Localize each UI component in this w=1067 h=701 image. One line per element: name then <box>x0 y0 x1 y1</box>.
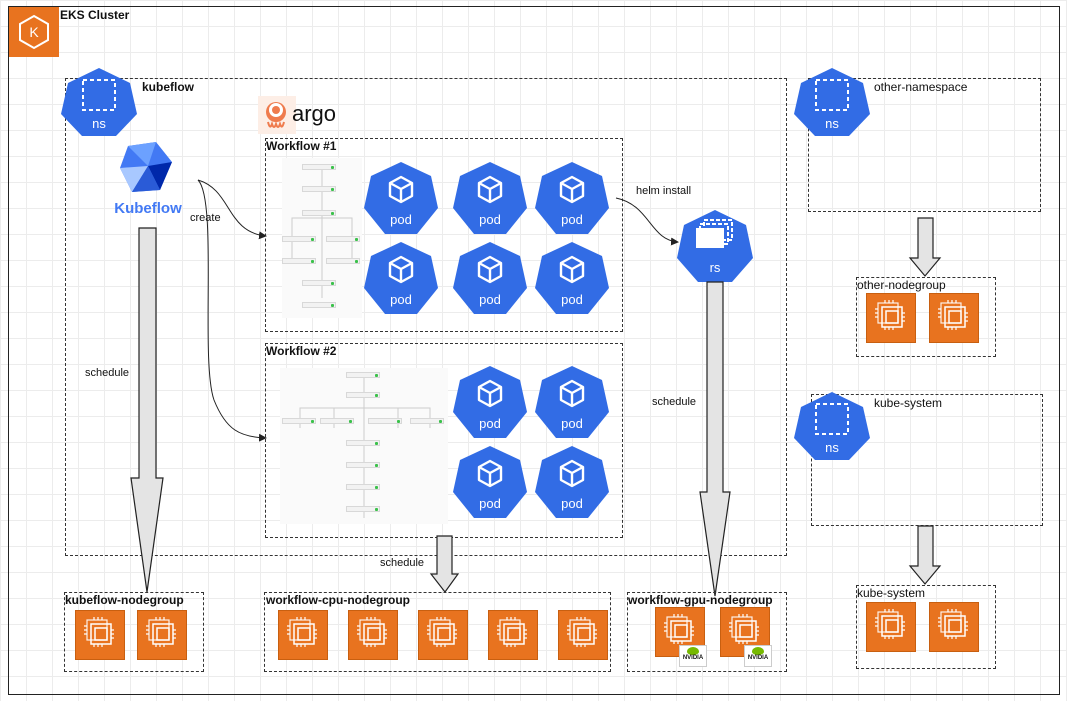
workflow-cpu-nodegroup-label: workflow-cpu-nodegroup <box>266 593 410 607</box>
pod-icon: pod <box>533 160 611 236</box>
workflow-1-title: Workflow #1 <box>266 139 337 153</box>
create-arrow-1 <box>197 179 267 240</box>
helm-install-label: helm install <box>636 185 692 197</box>
workflow-gpu-nodegroup-box <box>627 592 787 672</box>
schedule-arrow-cpu <box>429 535 460 594</box>
schedule-label-gpu: schedule <box>652 396 697 408</box>
ec2-instance-icon <box>558 610 608 660</box>
nvidia-logo-text: NVIDIA <box>682 655 704 661</box>
cluster-title: EKS Cluster <box>60 8 130 22</box>
namespace-icon: ns <box>58 66 140 138</box>
other-namespace-label: other-namespace <box>874 80 968 94</box>
ec2-instance-icon <box>488 610 538 660</box>
kube-system-nodegroup-box <box>856 585 996 669</box>
pod-icon: pod <box>362 160 440 236</box>
other-namespace-box <box>808 78 1041 212</box>
helm-install-arrow <box>615 197 679 246</box>
ec2-instance-icon <box>866 293 916 343</box>
ns-label: ns <box>92 116 106 131</box>
kubeflow-logo-icon: Kubeflow <box>108 140 188 220</box>
argo-logo-icon: argo <box>258 96 338 134</box>
pod-label: pod <box>390 212 412 227</box>
pod-label: pod <box>390 292 412 307</box>
pod-label: pod <box>479 292 501 307</box>
kubeflow-namespace-box <box>65 78 787 556</box>
ns-label: ns <box>825 116 839 131</box>
ns-label: ns <box>825 440 839 455</box>
pod-label: pod <box>479 496 501 511</box>
pod-icon: pod <box>451 444 529 520</box>
pod-label: pod <box>479 416 501 431</box>
ec2-instance-icon <box>348 610 398 660</box>
rs-label: rs <box>709 260 721 275</box>
svg-text:K: K <box>29 24 39 40</box>
schedule-label-cpu: schedule <box>380 557 425 569</box>
namespace-icon: ns <box>791 66 873 138</box>
pod-icon: pod <box>451 160 529 236</box>
kubeflow-nodegroup-box <box>64 592 204 672</box>
workflow-1-dag-thumbnail <box>282 158 362 318</box>
arrow-kube-system-nodegroup <box>908 525 942 585</box>
workflow-cpu-nodegroup-box <box>264 592 611 672</box>
argo-logo-text: argo <box>292 101 337 126</box>
pod-icon: pod <box>533 240 611 316</box>
create-arrow-2 <box>197 179 267 442</box>
replicaset-icon: rs <box>674 208 756 284</box>
workflow-gpu-nodegroup-label: workflow-gpu-nodegroup <box>628 593 773 607</box>
kubeflow-nodegroup-label: kubeflow-nodegroup <box>65 593 184 607</box>
pod-label: pod <box>479 212 501 227</box>
ec2-instance-icon <box>75 610 125 660</box>
pod-icon: pod <box>533 364 611 440</box>
kubeflow-namespace-label: kubeflow <box>142 80 195 94</box>
ec2-instance-icon <box>278 610 328 660</box>
arrow-other-nodegroup <box>908 217 942 277</box>
schedule-arrow-gpu <box>699 281 731 597</box>
workflow-2-dag-thumbnail <box>280 368 448 524</box>
ec2-instance-icon <box>866 602 916 652</box>
nvidia-logo-icon: NVIDIA <box>679 645 707 667</box>
ec2-instance-icon <box>929 602 979 652</box>
eks-cluster-frame <box>8 6 1060 695</box>
ec2-instance-icon <box>418 610 468 660</box>
nvidia-logo-icon: NVIDIA <box>744 645 772 667</box>
ec2-instance-icon <box>929 293 979 343</box>
pod-icon: pod <box>451 240 529 316</box>
kube-system-namespace-label: kube-system <box>874 396 943 410</box>
pod-icon: pod <box>362 240 440 316</box>
workflow-2-title: Workflow #2 <box>266 344 337 358</box>
other-nodegroup-label: other-nodegroup <box>857 278 946 292</box>
eks-logo-icon: K <box>9 7 59 57</box>
kube-system-nodegroup-label: kube-system <box>857 586 926 600</box>
pod-label: pod <box>561 212 583 227</box>
kubeflow-logo-text: Kubeflow <box>114 200 182 217</box>
pod-label: pod <box>561 416 583 431</box>
pod-icon: pod <box>451 364 529 440</box>
namespace-icon: ns <box>791 390 873 462</box>
pod-label: pod <box>561 292 583 307</box>
schedule-label-kubeflow: schedule <box>85 367 130 379</box>
schedule-arrow-kubeflow <box>130 227 164 593</box>
pod-icon: pod <box>533 444 611 520</box>
nvidia-logo-text: NVIDIA <box>747 655 769 661</box>
pod-label: pod <box>561 496 583 511</box>
other-nodegroup-box <box>856 277 996 357</box>
ec2-instance-icon <box>137 610 187 660</box>
create-label: create <box>190 212 221 224</box>
